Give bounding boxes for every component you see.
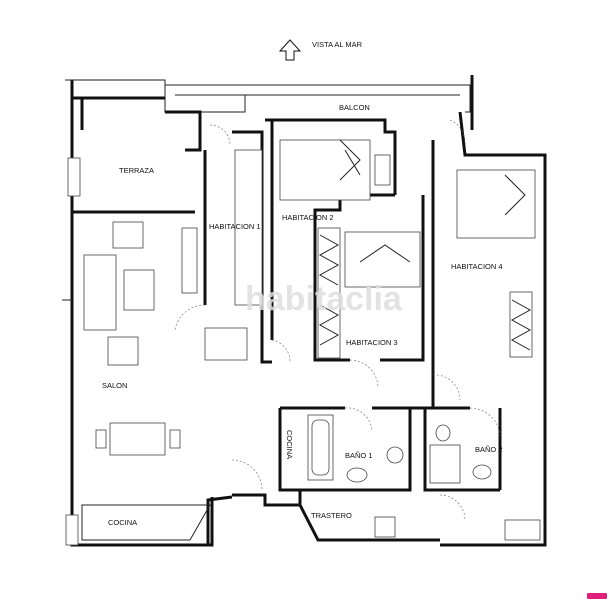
room-label-habitacion-1: HABITACION 1 [209, 222, 261, 231]
room-label-habitacion-3: HABITACION 3 [346, 338, 398, 347]
room-label-cocina: COCINA [108, 518, 137, 527]
room-label-habitacion-2: HABITACION 2 [282, 213, 334, 222]
doors [174, 119, 501, 521]
room-label-balcon: BALCON [339, 103, 370, 112]
room-label-trastero: TRASTERO [311, 511, 352, 520]
room-label-bano-2: BAÑO 2 [475, 445, 503, 454]
furniture [65, 139, 541, 546]
room-label-salon: SALON [102, 381, 127, 390]
orientation-label: VISTA AL MAR [312, 40, 363, 49]
room-label-habitacion-4: HABITACION 4 [451, 262, 503, 271]
room-label-cocina-vertical: COCINA [285, 430, 294, 459]
arrow-up-icon [278, 39, 302, 61]
room-label-terraza: TERRAZA [119, 166, 154, 175]
watermark-badge [587, 593, 607, 599]
walls [62, 75, 547, 547]
watermark: habitaclia [245, 280, 403, 318]
room-label-bano-1: BAÑO 1 [345, 451, 373, 460]
